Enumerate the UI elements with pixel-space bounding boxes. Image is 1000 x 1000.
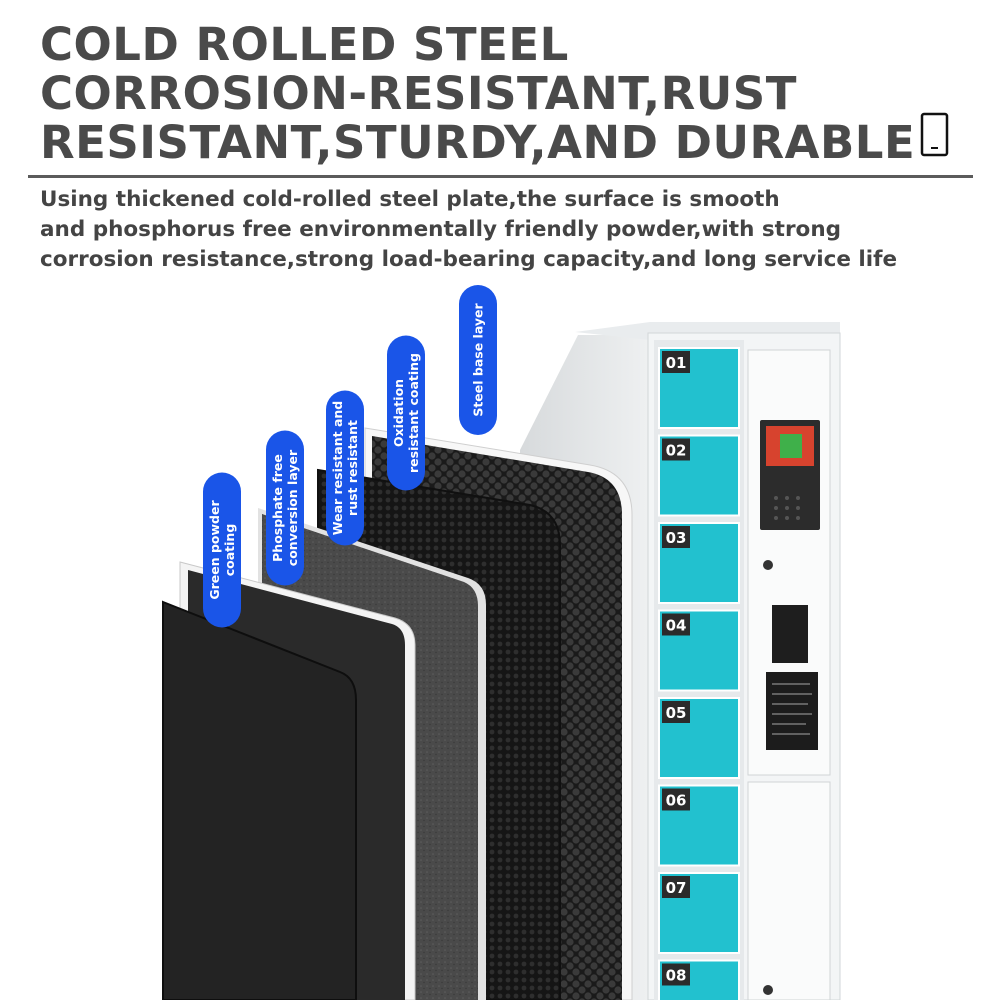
layer-label-text: resistant coating xyxy=(406,353,421,473)
locker-number-tag xyxy=(662,876,690,898)
locker-number: 07 xyxy=(666,879,687,897)
locker-number: 01 xyxy=(666,354,687,372)
layer-label-text: Oxidation xyxy=(391,379,406,447)
description-line-2: and phosphorus free environmentally frie… xyxy=(40,217,842,242)
locker-number-tag xyxy=(662,438,690,461)
locker-number-tag xyxy=(662,351,690,373)
label-pill xyxy=(203,472,241,628)
instruction-panel xyxy=(766,672,818,750)
headline: COLD ROLLED STEEL CORROSION-RESISTANT,RU… xyxy=(40,20,920,167)
headline-line-2: CORROSION-RESISTANT,RUST xyxy=(40,67,797,120)
layer-label-text: coating xyxy=(222,524,237,577)
control-screen xyxy=(760,420,820,530)
description-line-1: Using thickened cold-rolled steel plate,… xyxy=(40,187,780,212)
layer-label-text: rust resistant xyxy=(345,420,360,516)
phone-icon xyxy=(920,112,949,157)
lock-icon xyxy=(763,985,773,995)
steel-base-label: Steel base layer xyxy=(459,285,497,435)
locker-number-tag xyxy=(662,526,690,548)
layer-label-text: Wear resistant and xyxy=(330,401,345,536)
locker-number: 03 xyxy=(666,529,687,547)
locker-number-tag xyxy=(662,613,690,636)
headline-line-1: COLD ROLLED STEEL xyxy=(40,18,569,71)
headline-line-3: RESISTANT,STURDY,AND DURABLE xyxy=(40,116,916,169)
label-pill xyxy=(387,335,425,491)
lock-icon xyxy=(763,560,773,570)
layer-label-text: Phosphate free xyxy=(270,454,285,562)
locker-number-tag xyxy=(662,788,690,811)
description: Using thickened cold-rolled steel plate,… xyxy=(40,185,990,275)
locker-number: 04 xyxy=(666,617,687,635)
layer-label-text: conversion layer xyxy=(285,449,300,566)
label-pill xyxy=(266,430,304,586)
locker-number: 02 xyxy=(666,442,687,460)
layer-label-text: Steel base layer xyxy=(471,302,486,416)
layer-label-text: Green powder xyxy=(207,500,222,600)
green-powder-coating-plate xyxy=(162,600,357,1000)
label-pill xyxy=(326,390,364,546)
header-divider xyxy=(28,175,973,178)
locker-number: 05 xyxy=(666,704,687,722)
locker-number-tag xyxy=(662,963,690,986)
locker-number: 06 xyxy=(666,792,687,810)
locker-number-tag xyxy=(662,701,690,723)
label-pill xyxy=(459,285,497,435)
description-line-3: corrosion resistance,strong load-bearing… xyxy=(40,247,898,272)
locker-number: 08 xyxy=(666,967,687,985)
layer-plates xyxy=(162,427,633,1000)
card-reader xyxy=(772,605,808,663)
